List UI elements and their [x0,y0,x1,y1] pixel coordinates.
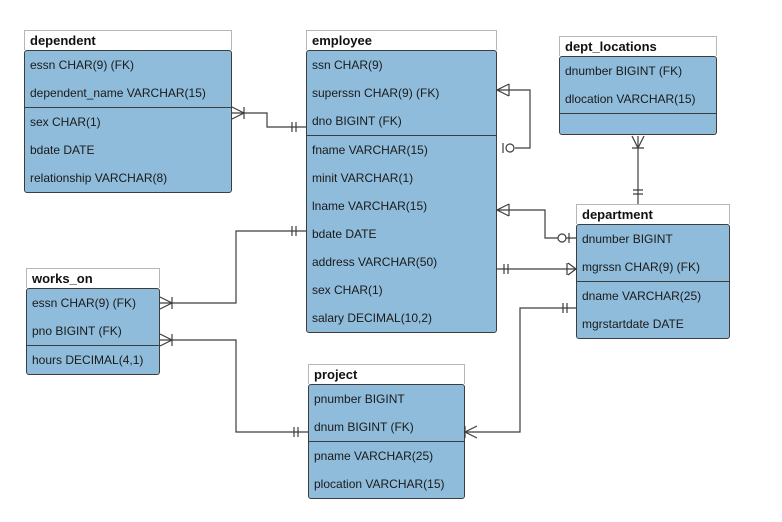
entity-dept-locations[interactable]: dept_locations dnumber BIGINT (FK) dloca… [559,36,717,135]
key-divider [560,113,716,114]
one-mark-address [503,264,509,274]
column-row[interactable]: hours DECIMAL(4,1) [32,353,144,367]
rel-dependent-employee [232,112,306,128]
crowfoot-dependent [231,106,246,120]
column-row[interactable]: ssn CHAR(9) [312,58,383,72]
column-row[interactable]: sex CHAR(1) [312,283,383,297]
entity-title: department [576,204,730,224]
column-row[interactable]: essn CHAR(9) (FK) [30,58,135,72]
entity-title: employee [306,30,497,50]
rel-workson-project [160,339,308,433]
entity-body: dnumber BIGINT (FK) dlocation VARCHAR(15… [559,56,717,135]
column-row[interactable]: fname VARCHAR(15) [312,143,428,157]
crowfoot-mgrssn [566,262,577,276]
column-row[interactable]: dependent_name VARCHAR(15) [30,86,206,100]
column-row[interactable]: dnumber BIGINT (FK) [565,64,683,78]
crowfoot-workson-essn [159,296,174,310]
column-row[interactable]: address VARCHAR(50) [312,255,438,269]
entity-title: project [308,364,465,384]
column-row[interactable]: pno BIGINT (FK) [32,324,122,338]
column-row[interactable]: minit VARCHAR(1) [312,171,414,185]
crowfoot-lname [495,203,510,217]
crowfoot-workson-pno [159,333,174,347]
entity-dependent[interactable]: dependent essn CHAR(9) (FK) dependent_na… [24,30,232,193]
entity-body: essn CHAR(9) (FK) dependent_name VARCHAR… [24,50,232,193]
column-row[interactable]: mgrstartdate DATE [582,317,684,331]
column-row[interactable]: bdate DATE [312,227,377,241]
key-divider [307,135,496,136]
rel-workson-employee [160,230,306,304]
entity-project[interactable]: project pnumber BIGINT dnum BIGINT (FK) … [308,364,465,499]
one-mark-department-dname [562,303,568,313]
column-row[interactable]: plocation VARCHAR(15) [314,477,445,491]
column-row[interactable]: dno BIGINT (FK) [312,114,402,128]
column-row[interactable]: bdate DATE [30,143,95,157]
column-row[interactable]: dname VARCHAR(25) [582,289,702,303]
column-row[interactable]: lname VARCHAR(15) [312,199,428,213]
entity-employee[interactable]: employee ssn CHAR(9) superssn CHAR(9) (F… [306,30,497,333]
one-mark-department-top [633,189,643,195]
entity-title: works_on [26,268,160,288]
crowfoot-superssn [495,83,510,97]
entity-works-on[interactable]: works_on essn CHAR(9) (FK) pno BIGINT (F… [26,268,160,375]
key-divider [309,441,464,442]
rel-employee-self [497,89,531,149]
entity-body: ssn CHAR(9) superssn CHAR(9) (FK) dno BI… [306,50,497,333]
entity-title: dept_locations [559,36,717,56]
column-row[interactable]: dnum BIGINT (FK) [314,420,414,434]
column-row[interactable]: dnumber BIGINT [582,232,673,246]
entity-title: dependent [24,30,232,50]
key-divider [27,345,159,346]
one-mark-project [293,427,299,437]
entity-body: dnumber BIGINT mgrssn CHAR(9) (FK) dname… [576,224,730,339]
one-mark-employee-bdate [291,226,297,236]
crowfoot-deptlocations [631,135,645,150]
key-divider [577,281,729,282]
column-row[interactable]: sex CHAR(1) [30,115,101,129]
zero-mark-department [557,233,567,243]
entity-department[interactable]: department dnumber BIGINT mgrssn CHAR(9)… [576,204,730,339]
column-row[interactable]: essn CHAR(9) (FK) [32,296,137,310]
entity-body: essn CHAR(9) (FK) pno BIGINT (FK) hours … [26,288,160,375]
column-row[interactable]: pname VARCHAR(25) [314,449,434,463]
one-mark-employee-dno [291,122,297,132]
rel-employee-department [497,209,576,239]
column-row[interactable]: superssn CHAR(9) (FK) [312,86,440,100]
zero-mark-self [505,143,515,153]
column-row[interactable]: dlocation VARCHAR(15) [565,92,696,106]
column-row[interactable]: mgrssn CHAR(9) (FK) [582,260,701,274]
column-row[interactable]: salary DECIMAL(10,2) [312,311,433,325]
empty-attributes [560,114,716,134]
column-row[interactable]: pnumber BIGINT [314,392,405,406]
column-row[interactable]: relationship VARCHAR(8) [30,171,168,185]
key-divider [25,107,231,108]
entity-body: pnumber BIGINT dnum BIGINT (FK) pname VA… [308,384,465,499]
crowfoot-project-dnum [463,425,478,439]
